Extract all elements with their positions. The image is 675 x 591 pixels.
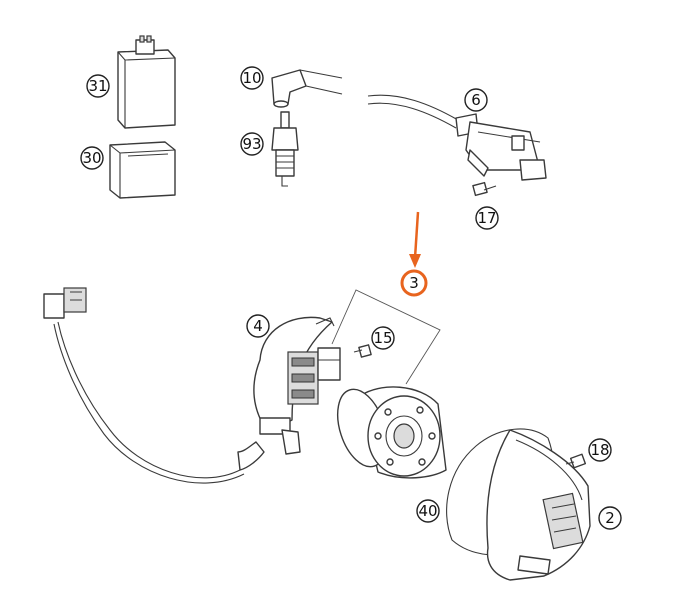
svg-text:4: 4: [253, 317, 263, 335]
stator-cable: [43, 287, 245, 484]
callout-10: 10: [240, 66, 264, 90]
callout-93: 93: [240, 132, 264, 156]
svg-text:2: 2: [605, 509, 615, 527]
callout-4: 4: [246, 314, 270, 338]
callout-30: 30: [80, 146, 104, 170]
svg-text:31: 31: [88, 77, 107, 95]
cover-screw: [565, 453, 587, 469]
flywheel-rotor: [336, 386, 447, 479]
svg-text:6: 6: [471, 91, 481, 109]
callout-2: 2: [598, 506, 622, 530]
cdi-unit: [117, 35, 176, 129]
cdi-holder: [109, 141, 176, 199]
ignition-cover: [486, 429, 591, 581]
stator: [237, 316, 341, 471]
coil-screw: [472, 181, 497, 197]
svg-text:17: 17: [477, 209, 496, 227]
spark-plug: [271, 111, 299, 187]
ignition-coil: [367, 94, 547, 181]
svg-text:40: 40: [418, 502, 437, 520]
callout-31: 31: [86, 74, 110, 98]
svg-text:3: 3: [409, 274, 419, 292]
callout-18: 18: [588, 438, 612, 462]
svg-text:30: 30: [82, 149, 101, 167]
svg-text:15: 15: [373, 329, 392, 347]
rotor-nut: [353, 344, 372, 358]
callout-15: 15: [371, 326, 395, 350]
callout-40: 40: [416, 499, 440, 523]
svg-text:18: 18: [590, 441, 609, 459]
callout-17: 17: [475, 206, 499, 230]
svg-text:93: 93: [242, 135, 261, 153]
highlight-arrow: [409, 211, 421, 268]
callout-3: 3: [400, 269, 428, 297]
spark-plug-cap: [271, 69, 343, 108]
callout-6: 6: [464, 88, 488, 112]
svg-text:10: 10: [242, 69, 261, 87]
